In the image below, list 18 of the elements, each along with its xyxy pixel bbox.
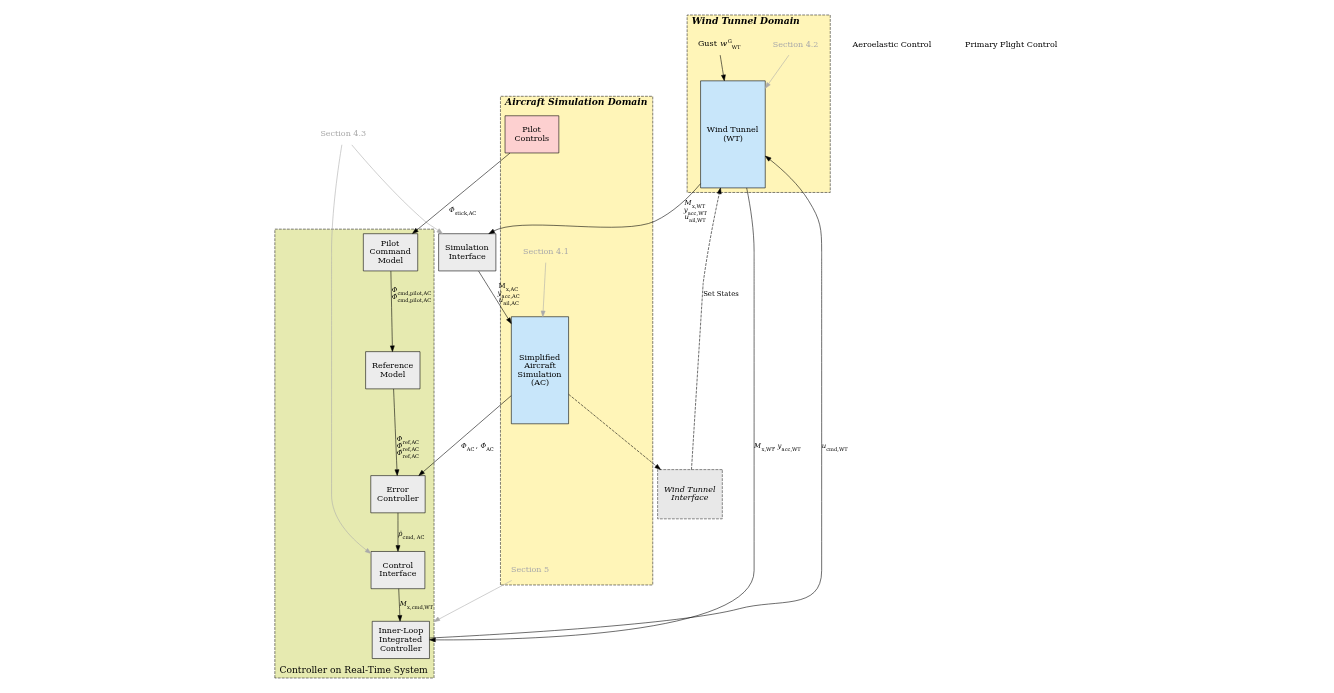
arrow (428, 187, 754, 643)
arrow (433, 580, 512, 623)
arrow (488, 183, 701, 234)
arrow (397, 588, 402, 622)
arrow (395, 512, 400, 552)
arrow (389, 270, 395, 352)
arrow (540, 262, 546, 317)
arrow (351, 144, 443, 234)
arrow (719, 54, 726, 82)
arrow (428, 155, 822, 639)
arrow (764, 54, 789, 89)
arrow (690, 187, 721, 470)
arrow (567, 394, 661, 470)
arrow (477, 270, 512, 324)
arrow (411, 152, 510, 234)
arrow (418, 395, 511, 476)
arrow (330, 144, 371, 554)
arrow (392, 388, 399, 476)
